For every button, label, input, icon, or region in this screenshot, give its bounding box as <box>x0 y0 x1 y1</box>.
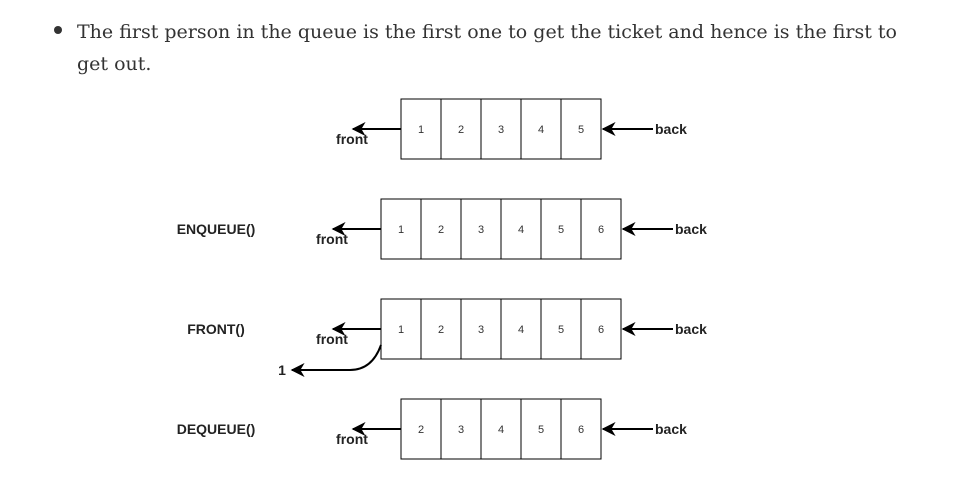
queue-cell-value: 2 <box>458 124 464 136</box>
queue-cell-value: 4 <box>518 224 524 236</box>
queue-cell-value: 3 <box>458 424 464 436</box>
queue-cell-value: 2 <box>438 224 444 236</box>
operation-label: FRONT() <box>187 321 245 337</box>
queue-cell <box>400 98 442 160</box>
queue-cell-value: 1 <box>398 224 404 236</box>
queue-cell <box>580 298 622 360</box>
queue-cell <box>460 198 502 260</box>
queue-cell <box>560 98 602 160</box>
bullet-dot <box>54 26 62 34</box>
queue-cell <box>380 298 422 360</box>
queue-cell <box>460 298 502 360</box>
queue-cell <box>540 198 582 260</box>
queue-cell <box>500 198 542 260</box>
queue-cell-value: 3 <box>478 324 484 336</box>
queue-cell-value: 4 <box>518 324 524 336</box>
front-label: front <box>316 331 348 347</box>
returned-value: 1 <box>278 362 286 378</box>
queue-cell <box>420 198 462 260</box>
queue-cell <box>400 398 442 460</box>
back-label: back <box>655 121 687 137</box>
queue-cell <box>480 98 522 160</box>
queue-cell <box>440 98 482 160</box>
queue-cell <box>560 398 602 460</box>
queue-cell-value: 5 <box>538 424 544 436</box>
queue-cell <box>440 398 482 460</box>
queue-cell-value: 4 <box>498 424 504 436</box>
queue-cell <box>580 198 622 260</box>
queue-cell-value: 4 <box>538 124 544 136</box>
back-label: back <box>675 321 707 337</box>
queue-cell-value: 5 <box>578 124 584 136</box>
queue-cell-value: 6 <box>598 324 604 336</box>
queue-cell-value: 3 <box>478 224 484 236</box>
back-label: back <box>675 221 707 237</box>
queue-cell-value: 1 <box>398 324 404 336</box>
queue-cell-value: 5 <box>558 224 564 236</box>
return-arrow <box>290 344 382 377</box>
front-label: front <box>316 231 348 247</box>
queue-cell-value: 6 <box>598 224 604 236</box>
front-label: front <box>336 431 368 447</box>
queue-cell <box>540 298 582 360</box>
queue-cell <box>500 298 542 360</box>
queue-cell-value: 6 <box>578 424 584 436</box>
queue-cell <box>520 398 562 460</box>
operation-label: DEQUEUE() <box>177 421 256 437</box>
queue-cell-value: 1 <box>418 124 424 136</box>
bullet-item: The first person in the queue is the fir… <box>54 16 914 80</box>
queue-cell-value: 3 <box>498 124 504 136</box>
queue-cell-value: 5 <box>558 324 564 336</box>
front-label: front <box>336 131 368 147</box>
queue-cell-value: 2 <box>438 324 444 336</box>
back-label: back <box>655 421 687 437</box>
queue-cell-value: 2 <box>418 424 424 436</box>
operation-label: ENQUEUE() <box>177 221 256 237</box>
bullet-text: The first person in the queue is the fir… <box>77 21 897 75</box>
